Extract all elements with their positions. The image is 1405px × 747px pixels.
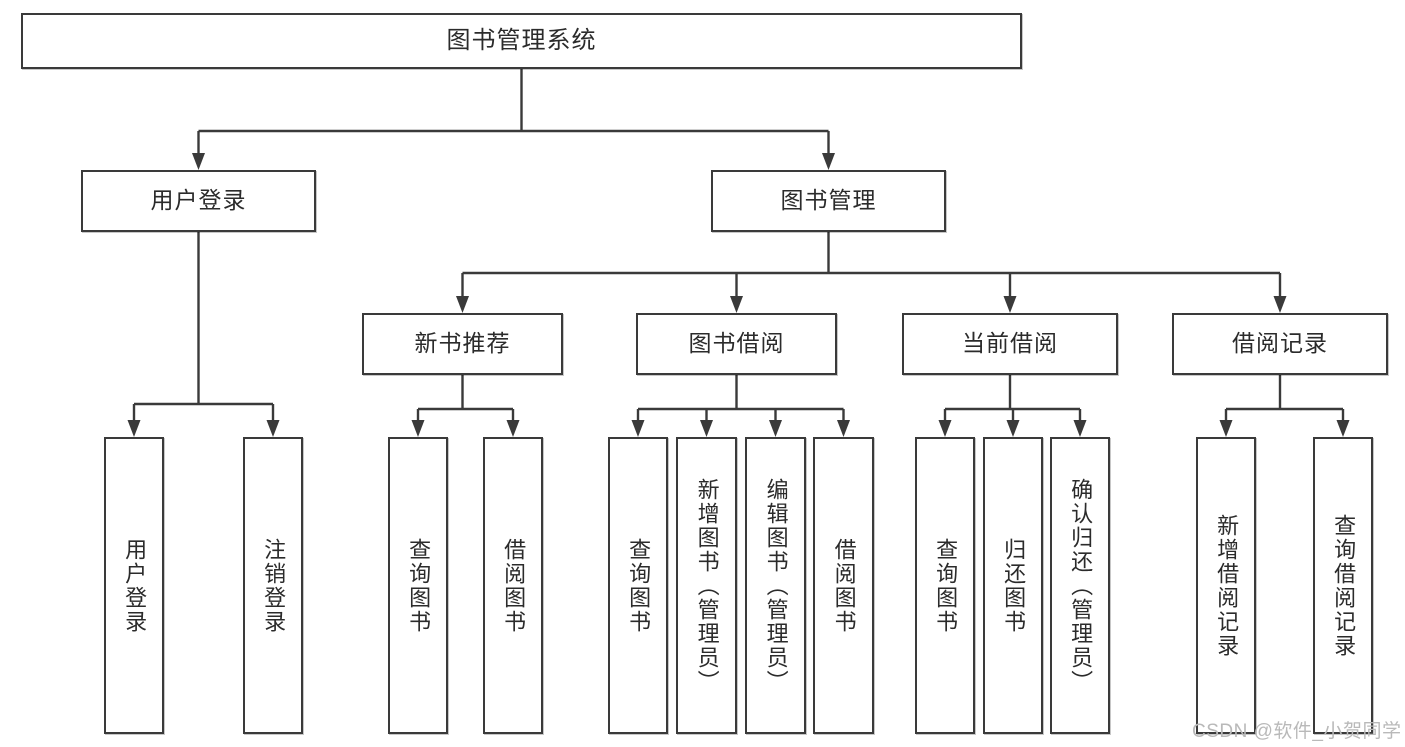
node-root[interactable]: 图书管理系统 bbox=[21, 13, 1022, 69]
node-bookmgmt[interactable]: 图书管理 bbox=[711, 170, 946, 232]
node-label: 新增借阅记录 bbox=[1214, 513, 1240, 658]
node-leaf-bor-1[interactable]: 查询图书 bbox=[608, 437, 668, 734]
edge-arrowhead bbox=[631, 420, 645, 437]
node-leaf-login-1[interactable]: 用户登录 bbox=[104, 437, 164, 734]
node-label: 新书推荐 bbox=[414, 330, 511, 357]
edge-arrowhead bbox=[1003, 296, 1017, 313]
node-label: 查询图书 bbox=[933, 537, 959, 634]
edge-arrowhead bbox=[837, 420, 850, 437]
node-leaf-cur-3[interactable]: 确认归还（管理员） bbox=[1050, 437, 1110, 734]
node-label: 新增图书（管理员） bbox=[694, 477, 720, 694]
node-leaf-bor-3[interactable]: 编辑图书（管理员） bbox=[745, 437, 806, 734]
node-label: 注销登录 bbox=[261, 537, 287, 634]
edge-arrowhead bbox=[192, 153, 205, 170]
node-leaf-new-2[interactable]: 借阅图书 bbox=[483, 437, 543, 734]
edge-arrowhead bbox=[1006, 420, 1020, 437]
node-label: 借阅图书 bbox=[831, 537, 857, 634]
edge-arrowhead bbox=[1336, 420, 1350, 437]
edge-arrowhead bbox=[938, 420, 952, 437]
edge-arrowhead bbox=[700, 420, 713, 437]
node-records[interactable]: 借阅记录 bbox=[1172, 313, 1388, 375]
node-label: 图书管理 bbox=[780, 187, 877, 214]
node-borrow[interactable]: 图书借阅 bbox=[636, 313, 837, 375]
node-label: 当前借阅 bbox=[962, 330, 1058, 357]
edge-arrowhead bbox=[1073, 420, 1087, 437]
edge-arrowhead bbox=[127, 420, 141, 437]
edge-arrowhead bbox=[1219, 420, 1233, 437]
edge-arrowhead bbox=[266, 420, 280, 437]
node-label: 查询图书 bbox=[406, 537, 432, 634]
edge-arrowhead bbox=[411, 420, 425, 437]
node-label: 图书管理系统 bbox=[446, 26, 597, 54]
node-label: 确认归还（管理员） bbox=[1068, 477, 1094, 694]
node-leaf-cur-2[interactable]: 归还图书 bbox=[983, 437, 1043, 734]
node-label: 借阅记录 bbox=[1232, 330, 1328, 357]
node-leaf-bor-4[interactable]: 借阅图书 bbox=[813, 437, 874, 734]
node-current[interactable]: 当前借阅 bbox=[902, 313, 1118, 375]
edge-arrowhead bbox=[506, 420, 520, 437]
edge-arrowhead bbox=[822, 153, 835, 170]
csdn-watermark: CSDN @软件_小贺同学 bbox=[1192, 721, 1402, 742]
node-label: 编辑图书（管理员） bbox=[763, 477, 789, 694]
node-login[interactable]: 用户登录 bbox=[81, 170, 316, 232]
node-leaf-cur-1[interactable]: 查询图书 bbox=[915, 437, 975, 734]
node-label: 用户登录 bbox=[122, 537, 148, 634]
node-newbook[interactable]: 新书推荐 bbox=[362, 313, 563, 375]
node-label: 查询图书 bbox=[626, 537, 652, 634]
node-label: 图书借阅 bbox=[688, 330, 785, 357]
node-leaf-bor-2[interactable]: 新增图书（管理员） bbox=[676, 437, 737, 734]
node-label: 借阅图书 bbox=[501, 537, 527, 634]
node-leaf-login-2[interactable]: 注销登录 bbox=[243, 437, 303, 734]
node-leaf-rec-1[interactable]: 新增借阅记录 bbox=[1196, 437, 1256, 734]
edge-arrowhead bbox=[456, 296, 469, 313]
node-label: 归还图书 bbox=[1001, 537, 1027, 634]
node-label: 用户登录 bbox=[150, 187, 247, 214]
node-label: 查询借阅记录 bbox=[1331, 513, 1357, 658]
node-leaf-rec-2[interactable]: 查询借阅记录 bbox=[1313, 437, 1373, 734]
node-leaf-new-1[interactable]: 查询图书 bbox=[388, 437, 448, 734]
edge-arrowhead bbox=[769, 420, 782, 437]
edge-arrowhead bbox=[1273, 296, 1287, 313]
edge-arrowhead bbox=[730, 296, 743, 313]
